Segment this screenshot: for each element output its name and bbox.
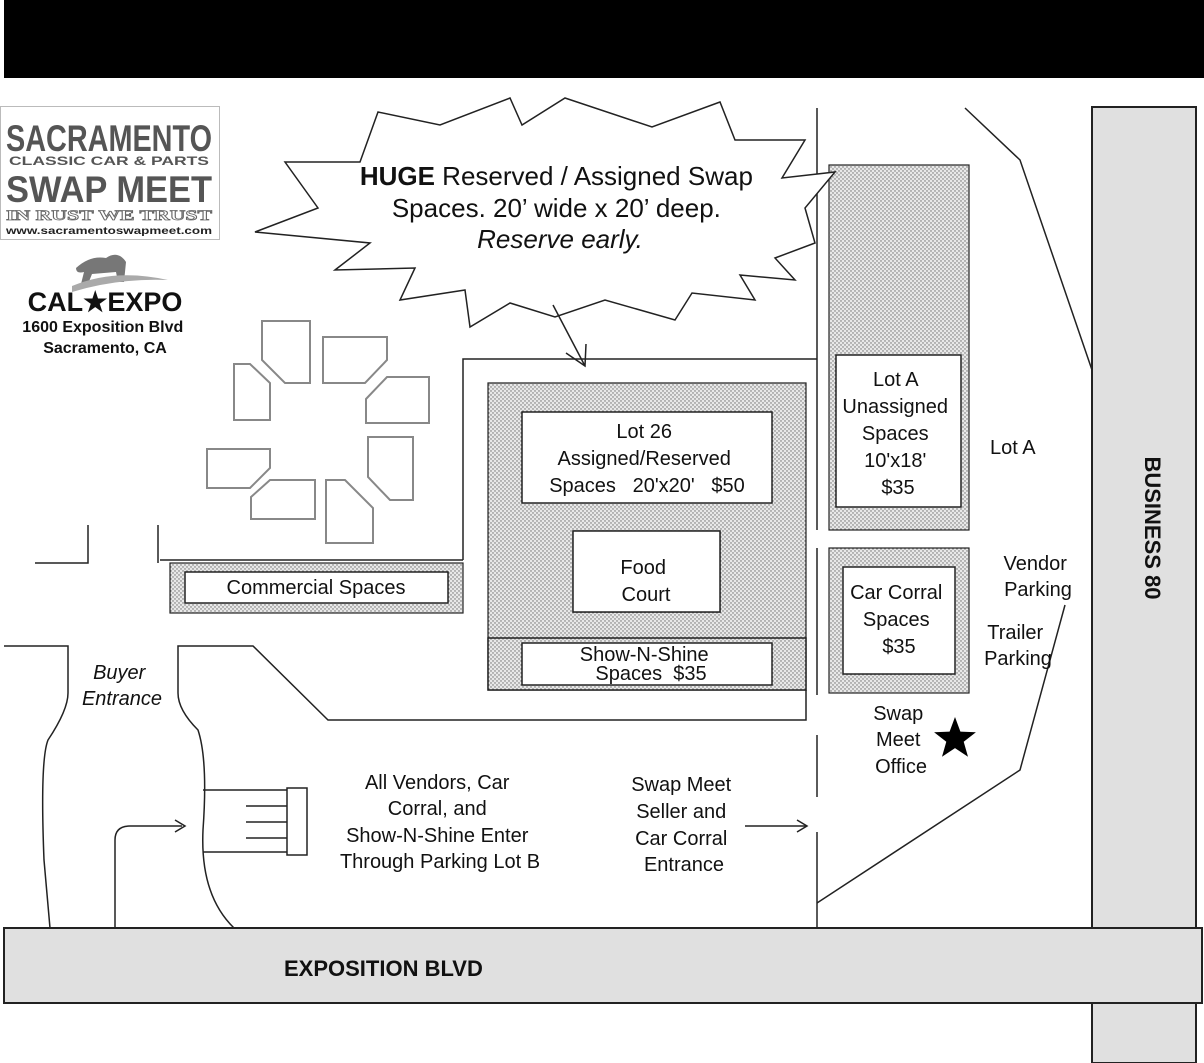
office-star-icon (934, 717, 976, 757)
car-corral-line2: Spaces (863, 609, 930, 631)
office-line3: Office (875, 756, 927, 778)
car-corral-line3: $35 (882, 636, 915, 658)
svg-text:Lot 26 Assigned/Reserved: Lot 26 Assigned/Reserved Spaces 20'x20' … (549, 421, 745, 497)
callout-text: HUGE Reserved / Assigned Swap Spaces. 20… (360, 161, 760, 254)
show-n-shine-label-box (521, 642, 773, 686)
show-n-shine-line2: Spaces $35 (595, 663, 706, 685)
food-court-line2: Court (622, 584, 671, 606)
lot-a-box-line5: $35 (881, 477, 914, 499)
lot-26-label-box (521, 411, 773, 504)
svg-text:Buyer Entrance: Buyer Entrance (82, 662, 162, 710)
svg-text:1600 Exposition Blvd Sacra: 1600 Exposition Blvd Sacramento, CA (22, 319, 187, 357)
vendors-note-line3: Show-N-Shine Enter (346, 825, 529, 847)
vendor-parking-line1: Vendor (1004, 553, 1068, 575)
exposition-blvd-road (3, 927, 1203, 1004)
svg-text:Swap Meet Office: Swap Meet Office (873, 703, 929, 778)
callout-line2: Spaces. 20’ wide x 20’ deep. (392, 193, 721, 223)
trailer-parking-line2: Parking (984, 648, 1052, 670)
lot-a-box-line4: 10'x18' (864, 450, 926, 472)
venue-name: CAL★EXPO (28, 287, 183, 317)
vendors-note-line2: Corral, and (388, 798, 487, 820)
lot-a-box-line1: Lot A (873, 369, 919, 391)
buyer-entrance-line2: Entrance (82, 688, 162, 710)
parking-stall-rosette (206, 320, 430, 544)
car-corral-line1: Car Corral (850, 582, 942, 604)
food-court-box (572, 530, 721, 613)
top-banner (4, 0, 1204, 78)
business-80-label: BUSINESS 80 (1140, 456, 1165, 599)
logo-line4: IN RUST WE TRUST (6, 208, 212, 224)
svg-text:Trailer Parking: Trailer Parking (984, 622, 1052, 670)
seller-entrance-line1: Swap Meet (631, 774, 731, 796)
office-line2: Meet (876, 729, 921, 751)
swap-meet-logo: SACRAMENTO CLASSIC CAR & PARTS SWAP MEET… (0, 106, 220, 240)
seller-entrance-line2: Seller and (636, 801, 726, 823)
lot-a-box-line3: Spaces (862, 423, 929, 445)
vendors-note-line1: All Vendors, Car (365, 772, 510, 794)
car-corral-label-box (842, 566, 956, 675)
seller-entrance-line3: Car Corral (635, 828, 727, 850)
vendors-note-line4: Through Parking Lot B (340, 851, 540, 873)
show-n-shine-line1: Show-N-Shine (580, 644, 709, 666)
venue-address-line2: Sacramento, CA (43, 340, 167, 357)
svg-text:Swap Meet Seller and C: Swap Meet Seller and Car Corral Entrance (631, 774, 737, 876)
svg-text:Car Corral Spaces $35: Car Corral Spaces $35 (850, 582, 948, 658)
svg-text:All Vendors, Car Corral, a: All Vendors, Car Corral, and Show-N-Shin… (340, 772, 540, 873)
vendor-parking-line2: Parking (1004, 579, 1072, 601)
exposition-blvd-label: EXPOSITION BLVD (284, 956, 483, 981)
svg-text:Food Court: Food Court (620, 557, 671, 606)
lot-26-title: Lot 26 (616, 421, 672, 443)
trailer-parking-line1: Trailer (987, 622, 1043, 644)
callout-starburst (254, 97, 837, 329)
logo-line3: SWAP MEET (6, 169, 212, 210)
cal-expo-bear-icon (72, 254, 168, 292)
logo-line2: CLASSIC CAR & PARTS (9, 154, 209, 168)
callout-line1: Reserved / Assigned Swap (435, 161, 753, 191)
venue-address-line1: 1600 Exposition Blvd (22, 319, 183, 336)
buyer-entrance-line1: Buyer (93, 662, 147, 684)
lot-a-side-label: Lot A (990, 437, 1036, 459)
lot-a-label-box (835, 354, 962, 508)
lot-26-subtitle: Assigned/Reserved (558, 448, 731, 470)
commercial-label-box (184, 571, 449, 604)
svg-text:Vendor Parking: Vendor Parking (1004, 553, 1073, 601)
business-80-road (1091, 106, 1197, 1063)
commercial-spaces-label: Commercial Spaces (227, 577, 406, 599)
logo-line5: www.sacramentoswapmeet.com (5, 226, 212, 237)
food-court-line1: Food (620, 557, 666, 579)
svg-text:Lot A Unassigned Space: Lot A Unassigned Spaces 10'x18' $35 (842, 369, 953, 499)
office-line1: Swap (873, 703, 923, 725)
callout-bold: HUGE (360, 161, 435, 191)
lot-a-box-line2: Unassigned (842, 396, 948, 418)
lot-26-price: Spaces 20'x20' $50 (549, 475, 745, 497)
seller-entrance-line4: Entrance (644, 854, 724, 876)
svg-text:Show-N-Shine Spaces $35: Show-N-Shine Spaces $35 (580, 644, 715, 685)
logo-line1: SACRAMENTO (6, 118, 212, 159)
callout-arrow (552, 304, 587, 368)
callout-line3: Reserve early. (477, 224, 643, 254)
street-lines (4, 107, 1093, 929)
